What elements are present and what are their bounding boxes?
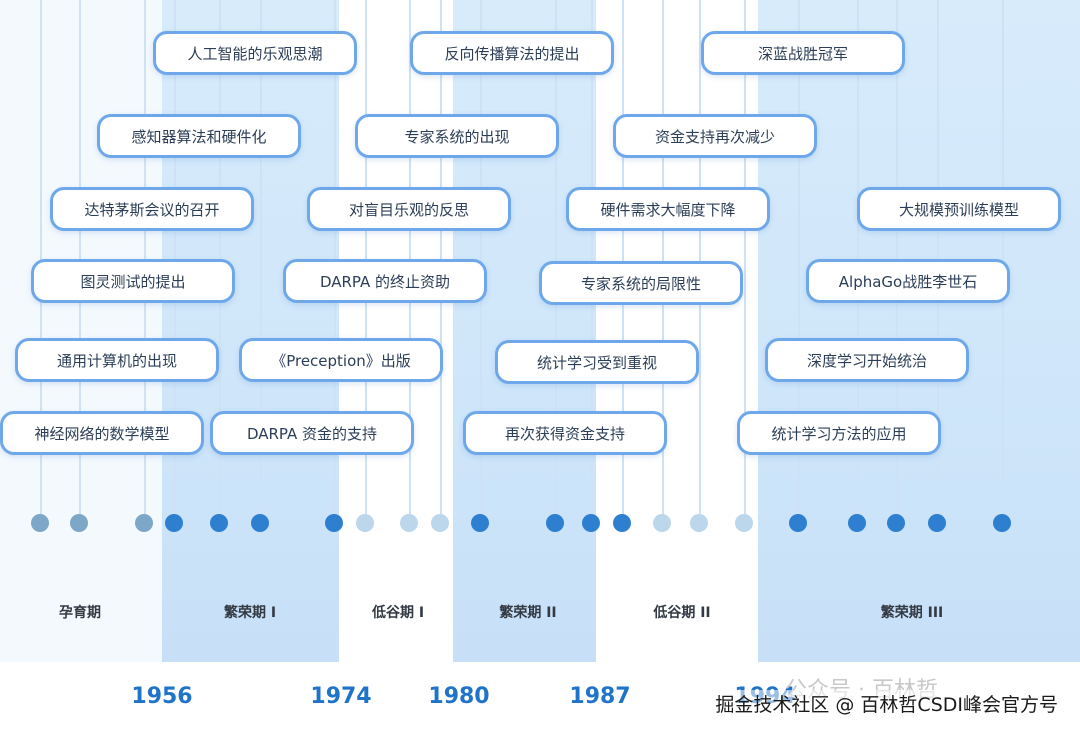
timeline-dot	[400, 514, 418, 532]
connector-line	[744, 0, 746, 514]
event-card: 专家系统的出现	[355, 114, 559, 158]
timeline-dot	[735, 514, 753, 532]
connector-line	[260, 0, 262, 514]
timeline-dot	[582, 514, 600, 532]
connector-line	[219, 0, 221, 514]
event-card: 深蓝战胜冠军	[701, 31, 905, 75]
timeline-dot	[993, 514, 1011, 532]
period-label: 低谷期 I	[371, 605, 425, 621]
timeline-dot	[613, 514, 631, 532]
event-card: 图灵测试的提出	[31, 259, 235, 303]
timeline-dot	[135, 514, 153, 532]
connector-line	[1002, 0, 1004, 514]
timeline-dot	[887, 514, 905, 532]
connector-line	[174, 0, 176, 514]
period-label: 繁荣期 II	[499, 605, 557, 621]
timeline-dot	[356, 514, 374, 532]
timeline-dot	[210, 514, 228, 532]
band-gestation	[0, 0, 162, 662]
event-card: 达特茅斯会议的召开	[50, 187, 254, 231]
event-card: 人工智能的乐观思潮	[153, 31, 357, 75]
connector-line	[699, 0, 701, 514]
connector-line	[857, 0, 859, 514]
watermark-text: 掘金技术社区 @ 百林哲CSDI峰会官方号	[715, 690, 1058, 717]
timeline-dot	[848, 514, 866, 532]
event-card: 硬件需求大幅度下降	[566, 187, 770, 231]
period-label: 低谷期 II	[653, 605, 711, 621]
band-boom-3	[758, 0, 1080, 662]
period-label: 繁荣期 I	[223, 605, 277, 621]
event-card: 深度学习开始统治	[765, 338, 969, 382]
event-card: 通用计算机的出现	[15, 338, 219, 382]
timeline-dot	[690, 514, 708, 532]
event-card: DARPA 资金的支持	[210, 411, 414, 455]
event-card: 专家系统的局限性	[539, 261, 743, 305]
band-trough-2	[596, 0, 758, 662]
timeline-dot	[546, 514, 564, 532]
event-card: DARPA 的终止资助	[283, 259, 487, 303]
connector-line	[40, 0, 42, 514]
event-card: AlphaGo战胜李世石	[806, 259, 1010, 303]
year-label: 1987	[569, 684, 631, 709]
event-card: 《Preception》出版	[239, 338, 443, 382]
band-boom-2	[453, 0, 596, 662]
connector-line	[480, 0, 482, 514]
timeline-dot	[31, 514, 49, 532]
event-card: 感知器算法和硬件化	[97, 114, 301, 158]
connector-line	[144, 0, 146, 514]
timeline-dot	[165, 514, 183, 532]
connector-line	[896, 0, 898, 514]
period-label: 孕育期	[59, 605, 101, 621]
band-boom-1	[162, 0, 339, 662]
timeline-dot	[471, 514, 489, 532]
connector-line	[79, 0, 81, 514]
connector-line	[409, 0, 411, 514]
event-card: 资金支持再次减少	[613, 114, 817, 158]
year-label: 1956	[131, 684, 193, 709]
event-card: 统计学习受到重视	[495, 340, 699, 384]
timeline-dot	[251, 514, 269, 532]
event-card: 再次获得资金支持	[463, 411, 667, 455]
connector-line	[622, 0, 624, 514]
timeline-dot	[70, 514, 88, 532]
year-label: 1980	[428, 684, 490, 709]
timeline-dot	[431, 514, 449, 532]
connector-line	[798, 0, 800, 514]
connector-line	[440, 0, 442, 514]
year-label: 1974	[310, 684, 372, 709]
connector-line	[937, 0, 939, 514]
event-card: 神经网络的数学模型	[0, 411, 204, 455]
connector-line	[555, 0, 557, 514]
timeline-dot	[653, 514, 671, 532]
event-card: 反向传播算法的提出	[410, 31, 614, 75]
event-card: 对盲目乐观的反思	[307, 187, 511, 231]
band-trough-1	[339, 0, 453, 662]
connector-line	[365, 0, 367, 514]
period-label: 繁荣期 III	[880, 605, 944, 621]
connector-line	[591, 0, 593, 514]
timeline-dot	[325, 514, 343, 532]
event-card: 统计学习方法的应用	[737, 411, 941, 455]
timeline-dot	[928, 514, 946, 532]
event-card: 大规模预训练模型	[857, 187, 1061, 231]
timeline-dot	[789, 514, 807, 532]
connector-line	[662, 0, 664, 514]
connector-line	[334, 0, 336, 514]
